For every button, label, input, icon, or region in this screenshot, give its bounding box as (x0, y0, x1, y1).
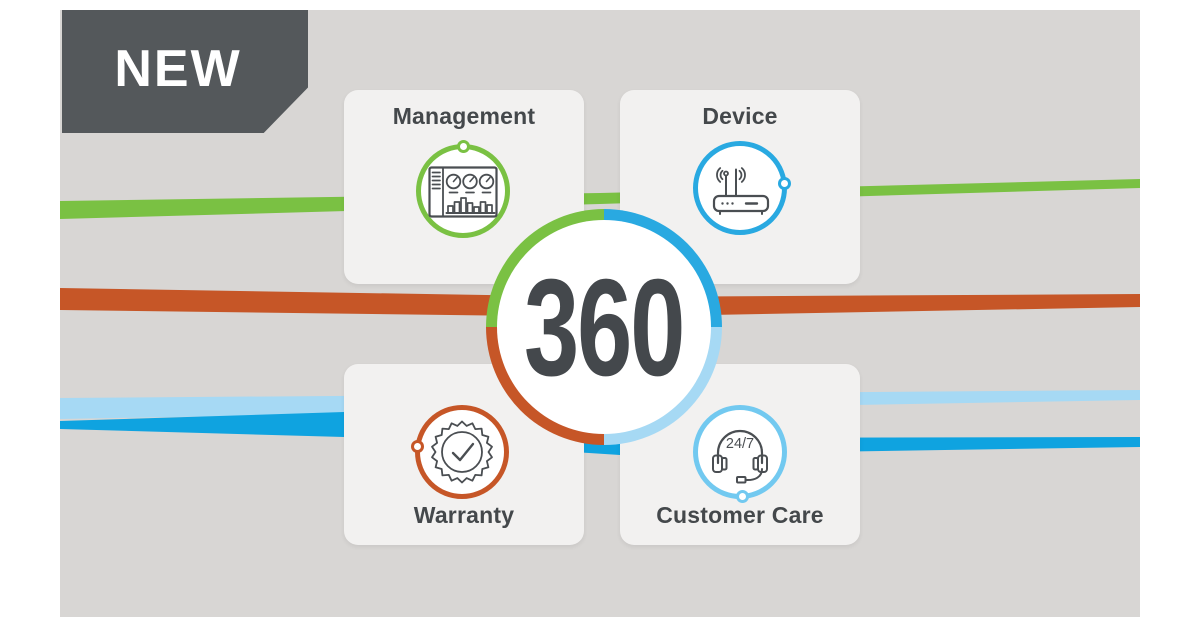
microphone (736, 468, 763, 484)
warranty-icon-ring (411, 405, 509, 499)
center-value: 360 (524, 250, 685, 405)
ring-start-dot (735, 490, 749, 503)
dark-blue-ribbon (60, 412, 1140, 455)
card-warranty-title: Warranty (413, 502, 515, 528)
dashboard-gauges-icon (428, 166, 498, 218)
management-icon-ring (416, 140, 510, 238)
warranty-seal-check-icon (431, 420, 493, 484)
ring-360: 360 (486, 209, 722, 445)
device-icon-ring (693, 141, 791, 235)
new-badge: NEW (62, 10, 308, 133)
ring-start-dot (778, 176, 791, 190)
wireless-router-icon (712, 167, 770, 215)
center-circle: 360 (497, 220, 711, 434)
antennas (723, 168, 737, 197)
new-badge-label: NEW (114, 39, 242, 98)
checkmark (451, 442, 475, 462)
seal-star (431, 420, 493, 484)
headset-icon: 24/7 (712, 429, 768, 484)
card-device-title: Device (702, 103, 778, 129)
card-customer-care-title: Customer Care (656, 502, 824, 528)
gauges (445, 173, 495, 194)
customer-care-icon-ring: 24/7 (693, 405, 787, 503)
green-ribbon (60, 179, 1140, 219)
bar-chart (445, 197, 496, 214)
icon-24-7-text: 24/7 (726, 436, 754, 452)
sidebar-lines (431, 171, 441, 190)
card-management-title: Management (392, 103, 536, 129)
ear-cups (712, 454, 768, 473)
ring-start-dot (411, 439, 424, 453)
ring-start-dot (456, 140, 470, 153)
wifi-waves (716, 167, 746, 183)
router-leds (721, 202, 759, 205)
card-warranty: Warranty (344, 364, 584, 545)
